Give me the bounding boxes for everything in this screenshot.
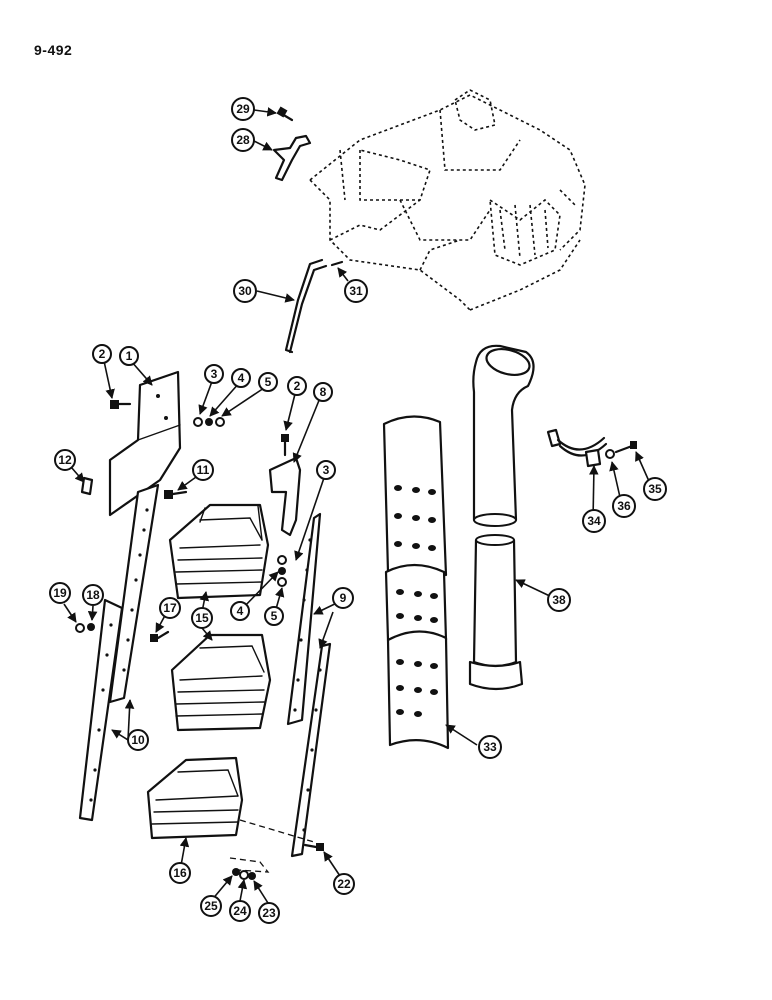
part-2-bolt-upright [281,434,289,457]
svg-text:11: 11 [197,463,210,477]
svg-text:9: 9 [340,591,347,605]
callout-31: 31 [344,279,368,303]
callout-3-upper: 3 [204,364,224,384]
callout-4-upper: 4 [231,368,251,388]
callout-12: 12 [54,449,76,471]
callout-29: 29 [231,97,255,121]
svg-text:12: 12 [58,453,72,467]
cab-platform-phantom [309,89,586,311]
svg-text:15: 15 [195,611,209,625]
callout-35: 35 [643,477,667,501]
svg-text:23: 23 [262,906,276,920]
callout-22: 22 [333,873,355,895]
callout-5-upper: 5 [258,372,278,392]
callout-3-lower: 3 [316,460,336,480]
parts-18-19-nuts [75,623,95,633]
exhaust-elbow-pipe [472,344,535,527]
svg-text:4: 4 [238,371,245,385]
callout-18: 18 [82,584,104,606]
svg-text:3: 3 [211,367,218,381]
callout-36: 36 [612,494,636,518]
callout-17: 17 [159,597,181,619]
callout-4-lower: 4 [230,601,250,621]
page-number: 9-492 [34,42,73,58]
parts-35-36-bolt-washer [605,441,637,459]
svg-text:28: 28 [236,133,250,147]
callout-16: 16 [169,862,191,884]
svg-text:29: 29 [236,102,250,116]
svg-text:4: 4 [237,604,244,618]
svg-text:16: 16 [173,866,187,880]
callout-23: 23 [258,902,280,924]
callout-19: 19 [49,582,71,604]
part-11-bolt [164,490,188,499]
part-1-bracket [108,370,182,517]
svg-text:2: 2 [99,347,106,361]
assembly-line [239,819,315,843]
svg-text:34: 34 [587,514,601,528]
callout-34: 34 [582,509,606,533]
callout-2-upper: 2 [92,344,112,364]
washers-nuts-upper [193,417,225,427]
svg-text:19: 19 [53,586,67,600]
svg-text:2: 2 [294,379,301,393]
callout-5-lower: 5 [264,606,284,626]
svg-text:38: 38 [552,593,566,607]
callout-8: 8 [313,382,333,402]
part-17-bolt [150,630,170,642]
svg-text:3: 3 [323,463,330,477]
svg-text:17: 17 [163,601,177,615]
part-10-rail-left [78,483,160,822]
part-9-rail-right [286,512,332,858]
part-2-bolt [110,400,132,409]
svg-text:5: 5 [265,375,272,389]
callout-25: 25 [200,895,222,917]
svg-text:24: 24 [233,904,247,918]
svg-text:31: 31 [349,284,363,298]
callout-10: 10 [127,729,149,751]
part-15-step-middle [170,633,272,732]
parts-23-25-nuts [232,868,256,880]
callout-2-right: 2 [287,376,307,396]
callout-15: 15 [191,607,213,629]
callout-33: 33 [478,735,502,759]
svg-text:35: 35 [648,482,662,496]
svg-text:18: 18 [86,588,100,602]
callout-30: 30 [233,279,257,303]
part-38-pipe [468,534,524,691]
svg-text:33: 33 [483,740,497,754]
washers-nuts-lower [277,555,287,587]
svg-text:22: 22 [337,877,351,891]
part-22-bolt [303,843,324,851]
svg-text:25: 25 [204,899,218,913]
part-16-step-lower [146,756,244,840]
callout-28: 28 [231,128,255,152]
part-31-pin [330,260,344,267]
callout-24: 24 [229,900,251,922]
part-15-step-upper [168,503,270,600]
svg-text:36: 36 [617,499,631,513]
callout-9: 9 [332,587,354,609]
part-33-shield [382,415,450,750]
part-28-bracket [272,134,312,182]
callout-1: 1 [119,346,139,366]
part-34-clamp [546,428,608,468]
part-30-rod [284,258,328,354]
part-29-screw [276,106,294,122]
callout-38: 38 [547,588,571,612]
assembly-line-2 [229,857,270,873]
svg-text:30: 30 [238,284,252,298]
svg-text:5: 5 [271,609,278,623]
svg-text:8: 8 [320,385,327,399]
leader-lines [63,107,653,904]
part-8-bracket [268,456,302,537]
svg-text:1: 1 [126,349,133,363]
svg-text:10: 10 [131,733,145,747]
callout-11: 11 [192,459,214,481]
